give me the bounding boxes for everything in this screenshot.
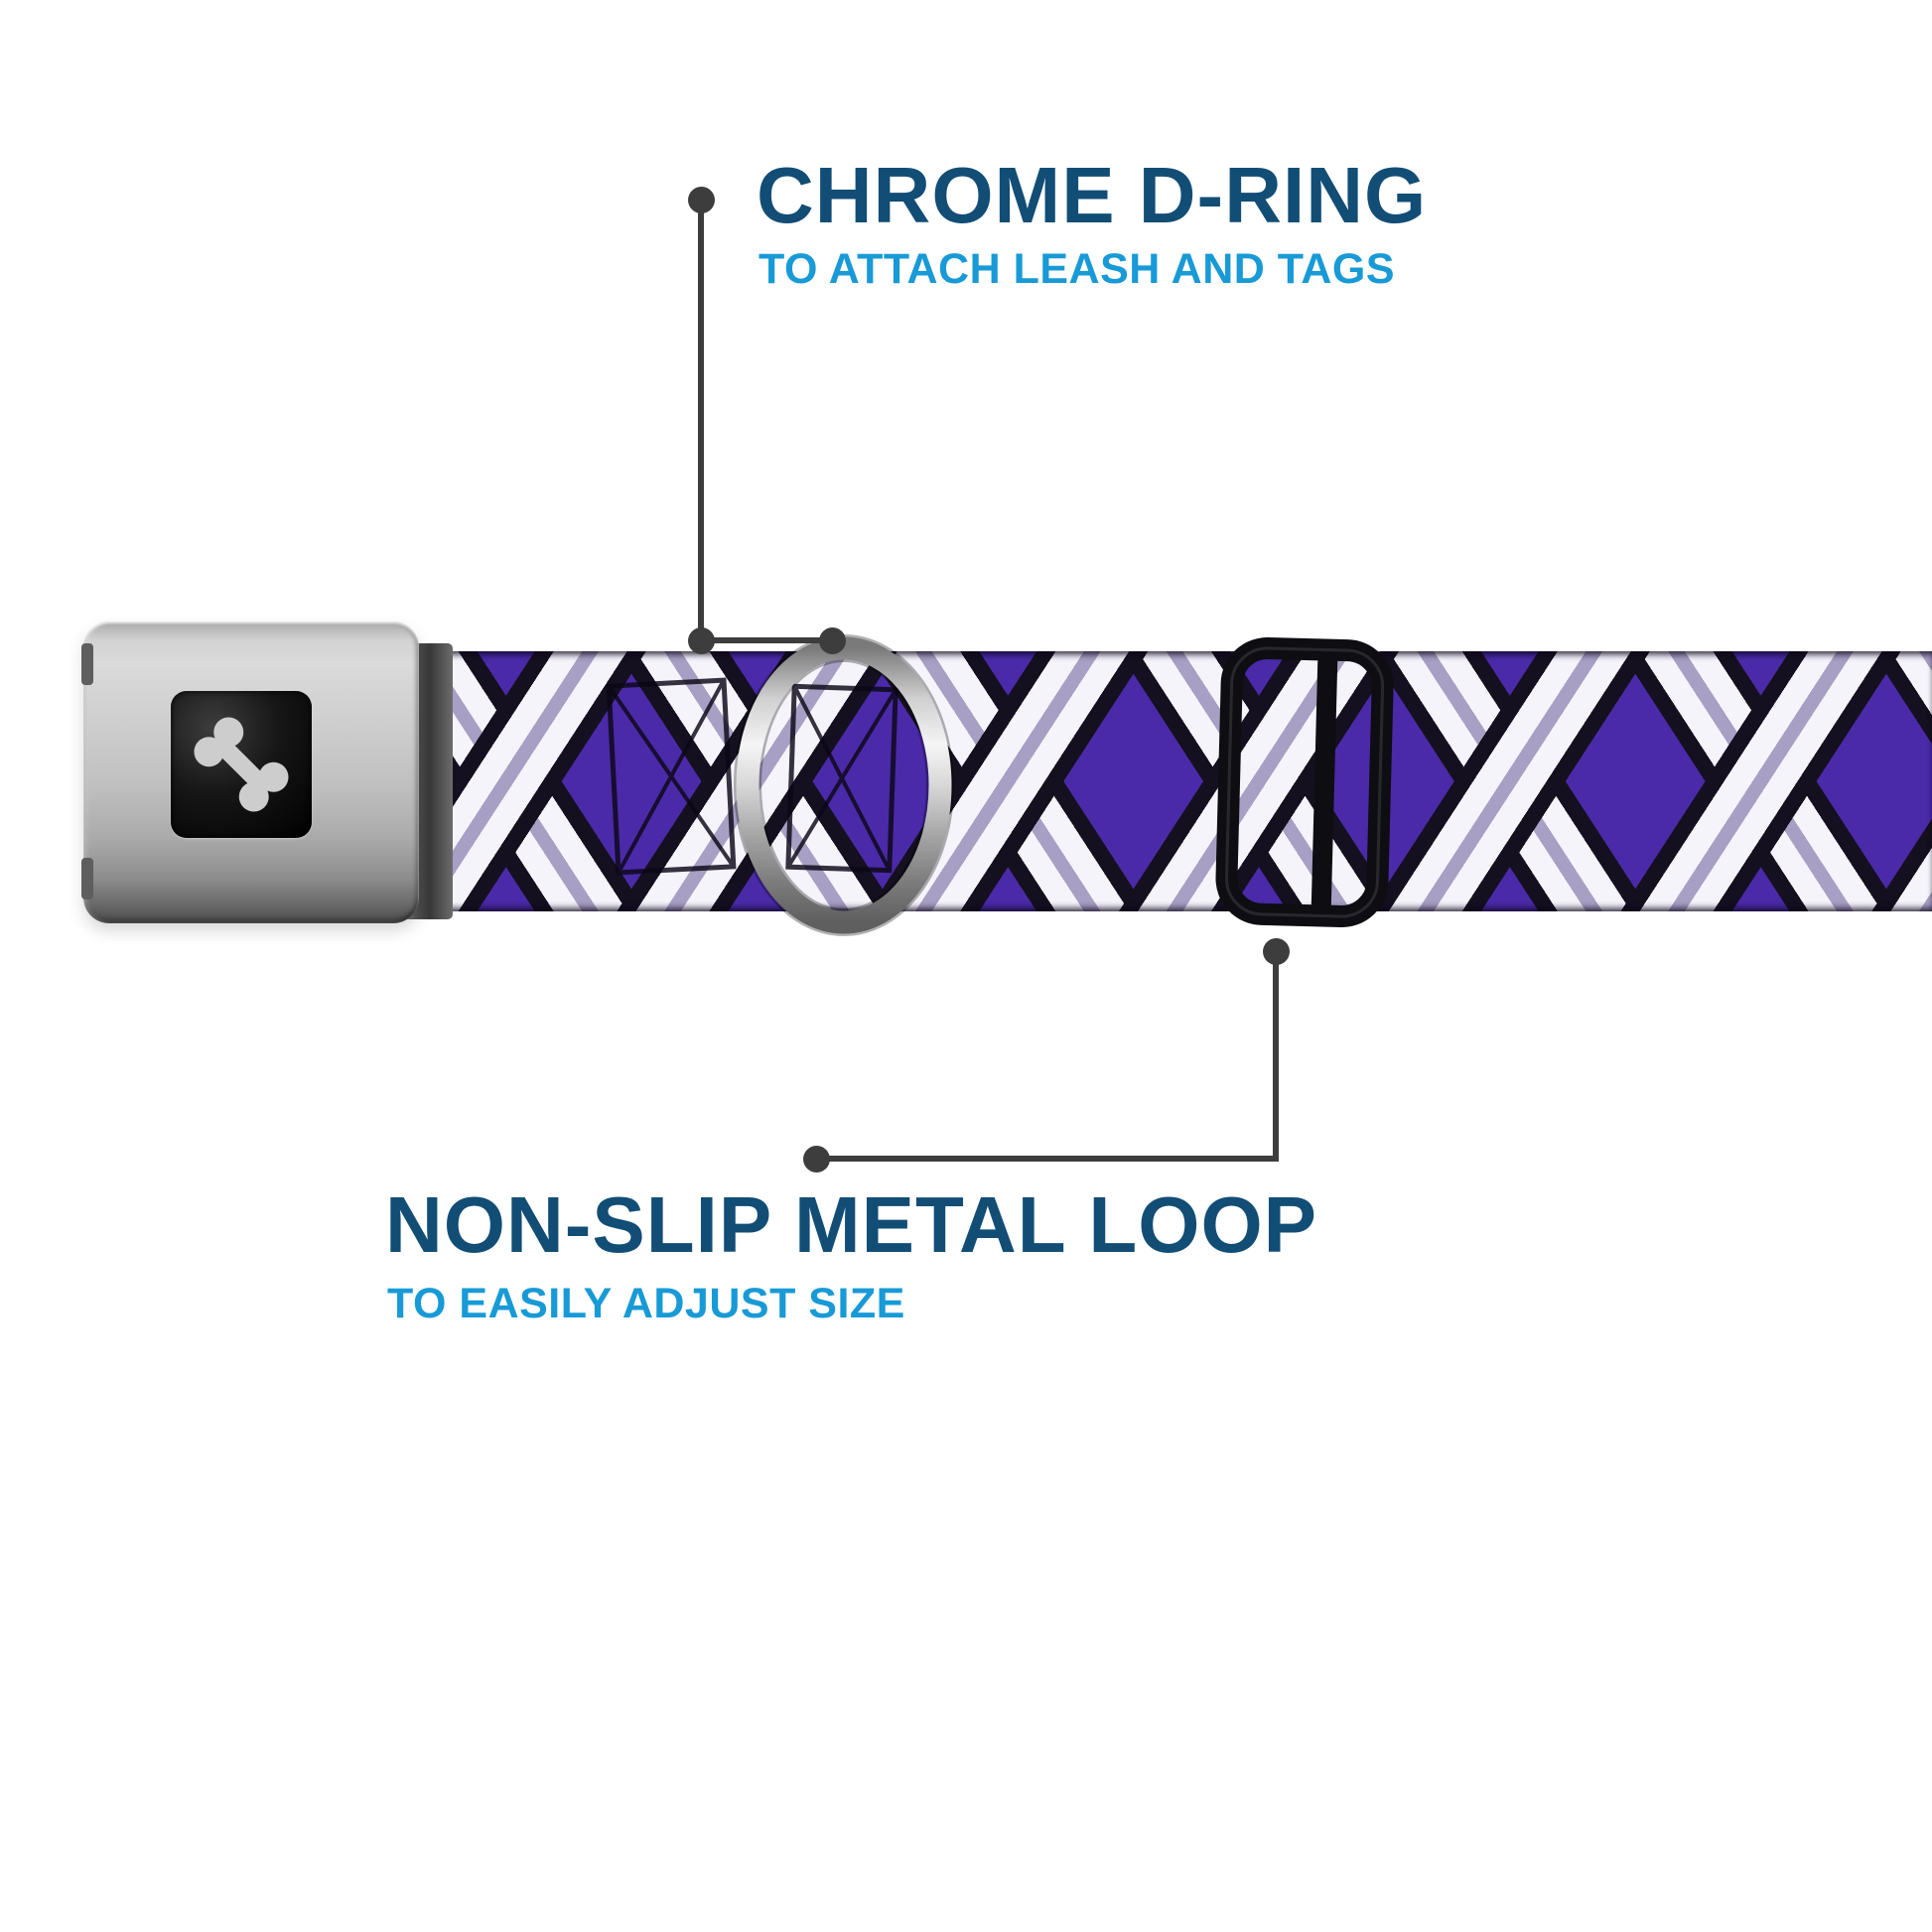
callout-bottom-vertical-line <box>1273 951 1279 1162</box>
buckle-logo-plate <box>171 691 312 838</box>
callout-top-dot-corner <box>688 627 715 654</box>
seatbelt-buckle <box>81 621 419 923</box>
callout-bottom-dot-slider-end <box>1263 938 1290 965</box>
chrome-d-ring <box>734 634 954 936</box>
metal-slider <box>1215 636 1394 928</box>
buckle-slot-notch-bottom <box>81 858 93 899</box>
callout-bottom-subtitle: TO EASILY ADJUST SIZE <box>387 1280 905 1327</box>
callout-top-dot-dring-end <box>819 627 846 654</box>
callout-top-horizontal-line <box>701 637 832 643</box>
plaid-webbing <box>395 651 1932 911</box>
callout-top-subtitle: TO ATTACH LEASH AND TAGS <box>759 245 1396 293</box>
callout-bottom-horizontal-line <box>816 1156 1279 1162</box>
callout-bottom-title: NON-SLIP METAL LOOP <box>385 1180 1318 1269</box>
callout-top-vertical-line <box>698 200 704 642</box>
callout-bottom-dot-text-end <box>803 1146 830 1173</box>
callout-top-title: CHROME D-RING <box>757 151 1428 239</box>
stitch-box-right <box>785 683 898 874</box>
dog-bone-icon <box>194 717 289 812</box>
callout-top-dot-text-end <box>688 187 715 213</box>
buckle-slot-notch-top <box>81 643 93 685</box>
stitch-box-left <box>606 677 737 876</box>
